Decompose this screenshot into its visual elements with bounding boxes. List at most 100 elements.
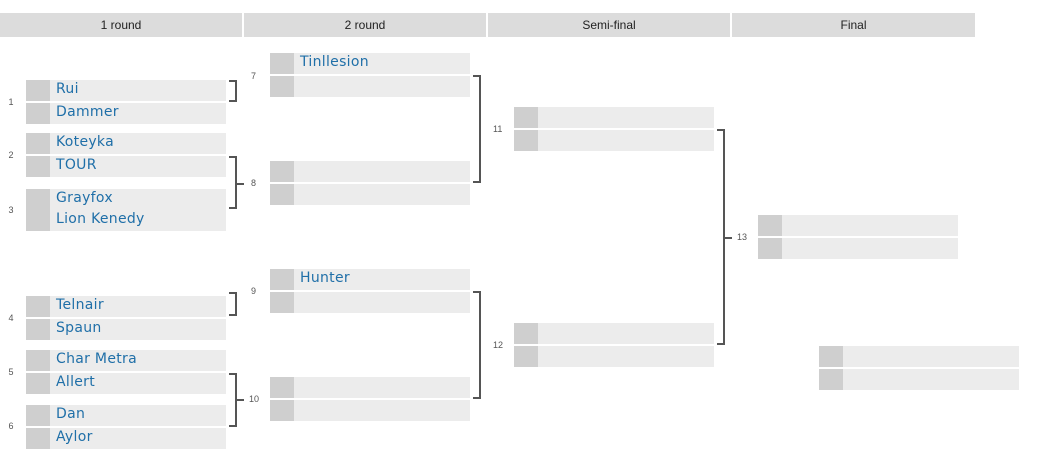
player-slot[interactable]: TOUR — [26, 156, 226, 177]
seed-swatch — [26, 405, 50, 426]
bracket-connector — [229, 292, 236, 294]
bracket-connector — [229, 156, 236, 158]
seed-swatch — [270, 184, 294, 205]
match-number: 10 — [249, 394, 260, 404]
player-slot[interactable]: Rui — [26, 80, 226, 101]
bracket-connector — [473, 181, 481, 183]
match-number: 7 — [251, 71, 257, 81]
player-name: Hunter — [300, 270, 350, 286]
seed-swatch — [26, 319, 50, 340]
player-name: Tinllesion — [300, 54, 369, 70]
bracket-connector — [235, 80, 237, 102]
player-name: Dan — [56, 406, 86, 422]
seed-number: 5 — [8, 367, 14, 377]
seed-number: 4 — [8, 313, 14, 323]
player-name: Telnair — [56, 297, 104, 313]
player-name: Lion Kenedy — [56, 211, 145, 227]
third-place-slot[interactable] — [819, 346, 1019, 367]
seed-swatch — [758, 215, 782, 236]
bracket-connector — [229, 80, 236, 82]
player-name: TOUR — [56, 157, 97, 173]
player-slot[interactable] — [514, 323, 714, 344]
seed-number: 1 — [8, 97, 14, 107]
seed-swatch — [819, 369, 843, 390]
match-number: 13 — [737, 232, 748, 242]
round-header-2: 2 round — [244, 13, 486, 37]
bracket-connector — [724, 237, 732, 239]
seed-swatch — [270, 76, 294, 97]
bracket-connector — [229, 207, 236, 209]
player-slot[interactable] — [514, 130, 714, 151]
match-number: 11 — [493, 124, 503, 134]
bracket-connector — [229, 314, 236, 316]
seed-swatch — [514, 346, 538, 367]
bracket-connector — [479, 291, 481, 399]
player-slot[interactable] — [758, 215, 958, 236]
player-slot[interactable]: Spaun — [26, 319, 226, 340]
seed-swatch — [26, 373, 50, 394]
round-header-final: Final — [732, 13, 975, 37]
bracket-connector — [473, 397, 481, 399]
player-slot[interactable]: Dammer — [26, 103, 226, 124]
match-number: 9 — [251, 286, 257, 296]
seed-swatch — [819, 346, 843, 367]
match-number: 12 — [493, 340, 504, 350]
bracket-connector — [236, 399, 244, 401]
player-name: Grayfox — [56, 190, 113, 206]
bracket-connector — [235, 292, 237, 316]
player-name: Char Metra — [56, 351, 137, 367]
seed-swatch — [26, 189, 50, 210]
seed-swatch — [270, 292, 294, 313]
seed-swatch — [270, 269, 294, 290]
seed-swatch — [514, 130, 538, 151]
seed-swatch — [26, 296, 50, 317]
round-header-semifinal: Semi-final — [488, 13, 730, 37]
player-slot[interactable]: Tinllesion — [270, 53, 470, 74]
seed-swatch — [26, 80, 50, 101]
player-name: Dammer — [56, 104, 119, 120]
third-place-slot[interactable] — [819, 369, 1019, 390]
seed-number: 3 — [8, 205, 14, 215]
bracket-connector — [473, 75, 481, 77]
bracket-connector — [717, 343, 725, 345]
bracket-connector — [235, 156, 237, 209]
player-slot[interactable] — [514, 346, 714, 367]
seed-swatch — [514, 107, 538, 128]
player-name: Spaun — [56, 320, 102, 336]
player-name: Allert — [56, 374, 96, 390]
player-name: Rui — [56, 81, 79, 97]
seed-swatch — [758, 238, 782, 259]
player-slot[interactable] — [270, 292, 470, 313]
match-number: 8 — [251, 178, 257, 188]
player-slot[interactable]: Koteyka — [26, 133, 226, 154]
player-slot[interactable]: Aylor — [26, 428, 226, 449]
player-slot[interactable] — [270, 184, 470, 205]
seed-swatch — [26, 103, 50, 124]
bracket-connector — [236, 183, 244, 185]
player-name: Koteyka — [56, 134, 114, 150]
bracket-connector — [229, 373, 236, 375]
player-slot[interactable]: Telnair — [26, 296, 226, 317]
seed-swatch — [514, 323, 538, 344]
seed-swatch — [26, 428, 50, 449]
player-slot[interactable] — [270, 161, 470, 182]
player-slot[interactable] — [758, 238, 958, 259]
seed-number: 2 — [8, 150, 14, 160]
player-slot[interactable]: Lion Kenedy — [26, 210, 226, 231]
bracket-connector — [229, 100, 236, 102]
player-name: Aylor — [56, 429, 93, 445]
player-slot[interactable]: Allert — [26, 373, 226, 394]
bracket-connector — [473, 291, 481, 293]
player-slot[interactable]: Dan — [26, 405, 226, 426]
seed-swatch — [26, 210, 50, 231]
bracket-connector — [479, 75, 481, 183]
player-slot[interactable]: Hunter — [270, 269, 470, 290]
seed-swatch — [270, 161, 294, 182]
player-slot[interactable] — [270, 76, 470, 97]
player-slot[interactable] — [514, 107, 714, 128]
player-slot[interactable] — [270, 400, 470, 421]
player-slot[interactable] — [270, 377, 470, 398]
player-slot[interactable]: Char Metra — [26, 350, 226, 371]
player-slot[interactable]: Grayfox — [26, 189, 226, 210]
seed-swatch — [26, 133, 50, 154]
